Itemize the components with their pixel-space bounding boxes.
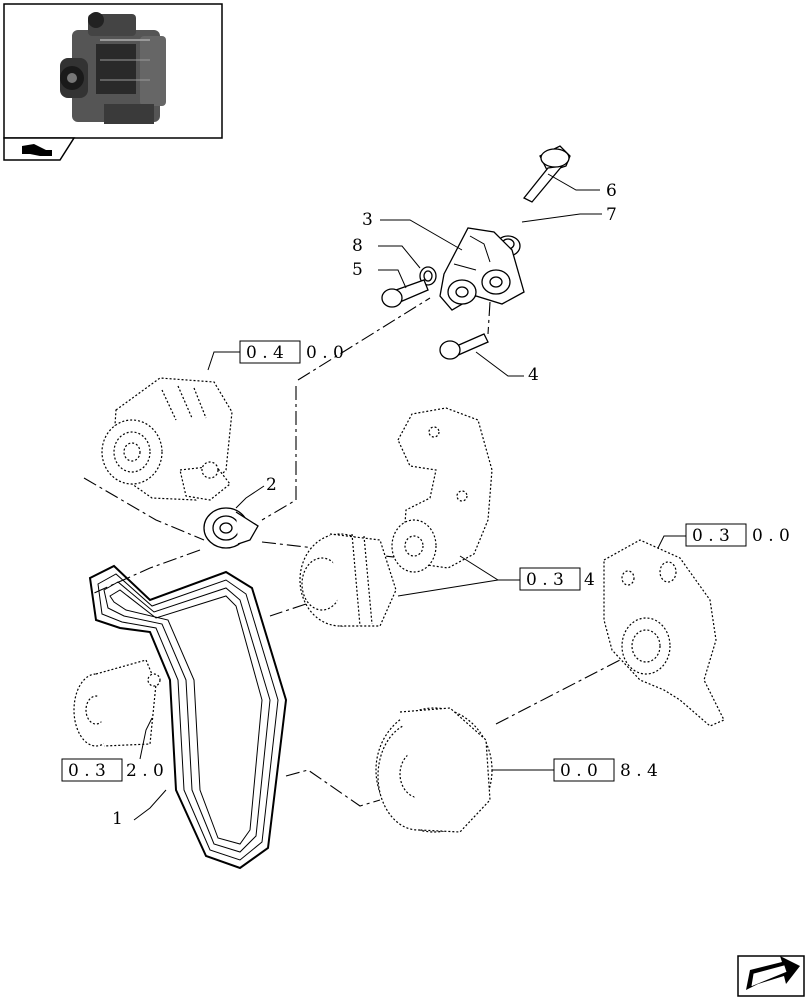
ref-0-08-4[interactable]: 0 . 0 8 . 4 [492,758,658,782]
callout-2[interactable]: 2 [266,475,277,495]
hand-pointer-icon [22,144,52,156]
ref-boxed: 0 . 4 [246,343,284,363]
callout-8[interactable]: 8 [352,236,363,256]
ref-rest: 4 [584,570,595,590]
callout-4[interactable]: 4 [528,365,539,385]
water-pump [73,659,161,747]
ref-0-32-0[interactable]: 0 . 3 2 . 0 [61,717,164,782]
fan-bracket [391,407,493,573]
ref-0-40-0[interactable]: 0 . 4 0 . 0 [207,340,344,371]
bolt-4 [439,333,489,360]
washer-8 [419,266,437,286]
belt-1 [88,564,288,870]
callout-3[interactable]: 3 [362,210,373,230]
ref-rest: 8 . 4 [620,761,658,781]
next-page-button[interactable] [737,955,805,997]
ref-boxed: 0 . 3 [68,761,106,781]
timing-cover [603,539,725,727]
ref-rest: 0 . 0 [752,526,790,546]
ref-boxed: 0 . 0 [560,761,598,781]
ref-0-30-0[interactable]: 0 . 3 0 . 0 [657,523,790,549]
crankshaft-pulley [375,707,493,833]
ref-rest: 0 . 0 [306,343,344,363]
engine-thumbnail[interactable] [3,3,223,139]
bolt-5 [381,279,429,308]
alternator [101,377,233,501]
engine-thumbnail-icon [60,12,166,124]
callout-7[interactable]: 7 [606,205,617,225]
idler-pulley-2 [203,507,259,549]
callout-1[interactable]: 1 [112,809,123,829]
bolt-6 [522,145,571,203]
ref-boxed: 0 . 3 [526,570,564,590]
callout-5[interactable]: 5 [352,260,363,280]
fan-pulley [299,533,397,627]
ref-boxed: 0 . 3 [692,526,730,546]
next-page-arrow-icon [746,956,800,990]
tab-icon[interactable] [3,137,76,161]
callout-6[interactable]: 6 [606,181,617,201]
ref-0-34[interactable]: 0 . 3 4 [397,555,595,597]
ref-rest: 2 . 0 [126,761,164,781]
bracket-3 [439,227,525,311]
